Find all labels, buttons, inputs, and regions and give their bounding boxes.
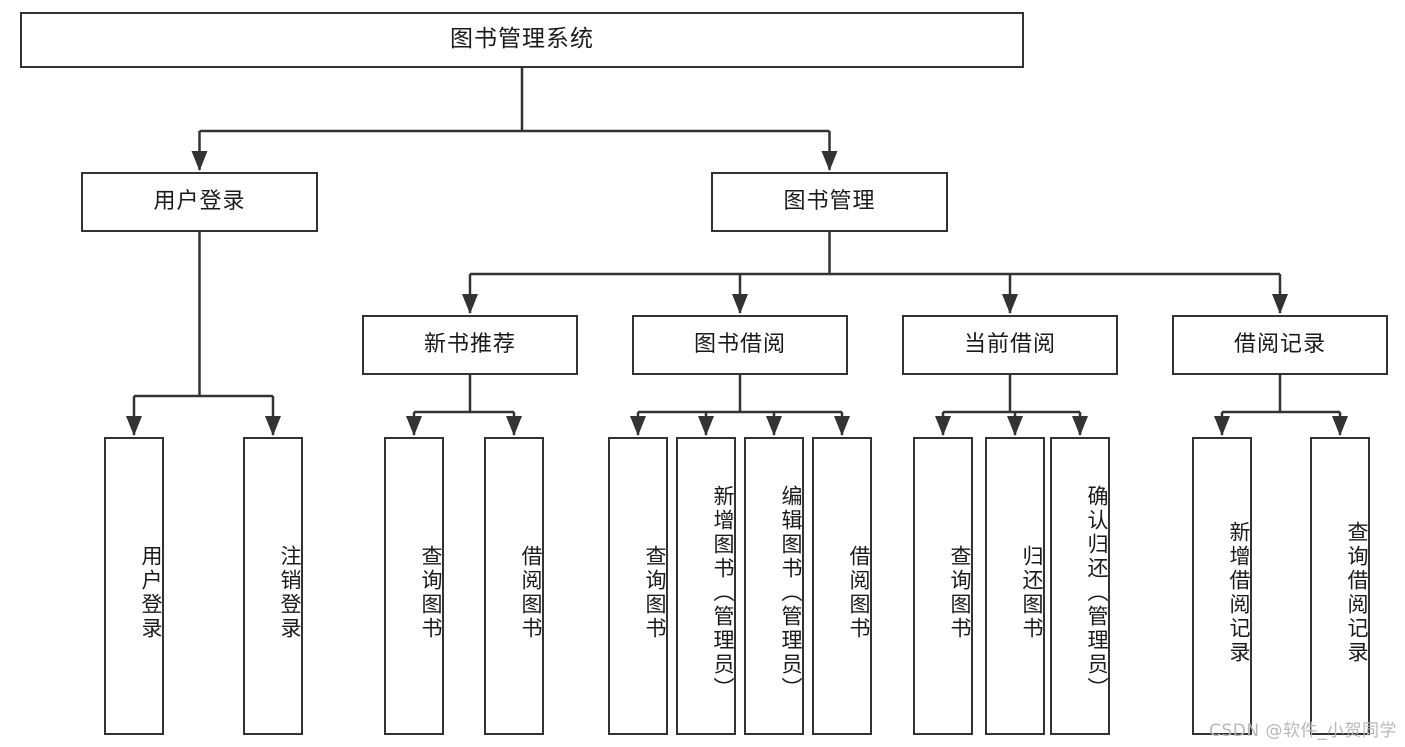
node-leaf-11[interactable]: 新增借阅记录 — [1192, 437, 1252, 735]
node-label: 查询借阅记录 — [1345, 521, 1369, 665]
node-root[interactable]: 图书管理系统 — [20, 12, 1024, 68]
node-leaf-4[interactable]: 查询图书 — [608, 437, 668, 735]
node-label: 借阅记录 — [1233, 331, 1326, 357]
node-label: 借阅图书 — [519, 545, 543, 641]
node-label: 借阅图书 — [847, 545, 871, 641]
node-level3-0[interactable]: 新书推荐 — [362, 315, 578, 375]
node-label: 查询图书 — [419, 545, 443, 641]
node-leaf-1[interactable]: 注销登录 — [243, 437, 303, 735]
node-label: 图书管理系统 — [450, 26, 594, 53]
node-label: 图书借阅 — [693, 331, 786, 357]
node-leaf-2[interactable]: 查询图书 — [384, 437, 444, 735]
node-label: 编辑图书（管理员） — [779, 485, 803, 701]
node-label: 当前借阅 — [963, 331, 1056, 357]
node-label: 用户登录 — [153, 188, 246, 214]
node-label: 确认归还（管理员） — [1085, 485, 1109, 701]
node-level2-1[interactable]: 图书管理 — [711, 172, 948, 232]
node-label: 查询图书 — [948, 545, 972, 641]
node-label: 新增借阅记录 — [1227, 521, 1251, 665]
node-label: 新书推荐 — [423, 331, 516, 357]
node-leaf-3[interactable]: 借阅图书 — [484, 437, 544, 735]
csdn-watermark: CSDN @软件_小贺同学 — [1209, 721, 1397, 741]
node-level3-1[interactable]: 图书借阅 — [632, 315, 848, 375]
node-level2-0[interactable]: 用户登录 — [81, 172, 318, 232]
node-leaf-10[interactable]: 确认归还（管理员） — [1050, 437, 1110, 735]
node-leaf-0[interactable]: 用户登录 — [104, 437, 164, 735]
node-label: 用户登录 — [139, 545, 163, 641]
node-label: 查询图书 — [643, 545, 667, 641]
node-leaf-5[interactable]: 新增图书（管理员） — [676, 437, 736, 735]
node-level3-2[interactable]: 当前借阅 — [902, 315, 1118, 375]
node-label: 归还图书 — [1020, 545, 1044, 641]
node-leaf-9[interactable]: 归还图书 — [985, 437, 1045, 735]
node-label: 注销登录 — [278, 545, 302, 641]
node-level3-3[interactable]: 借阅记录 — [1172, 315, 1388, 375]
node-leaf-12[interactable]: 查询借阅记录 — [1310, 437, 1370, 735]
node-label: 新增图书（管理员） — [711, 485, 735, 701]
node-leaf-7[interactable]: 借阅图书 — [812, 437, 872, 735]
node-leaf-8[interactable]: 查询图书 — [913, 437, 973, 735]
node-leaf-6[interactable]: 编辑图书（管理员） — [744, 437, 804, 735]
node-label: 图书管理 — [783, 188, 876, 214]
